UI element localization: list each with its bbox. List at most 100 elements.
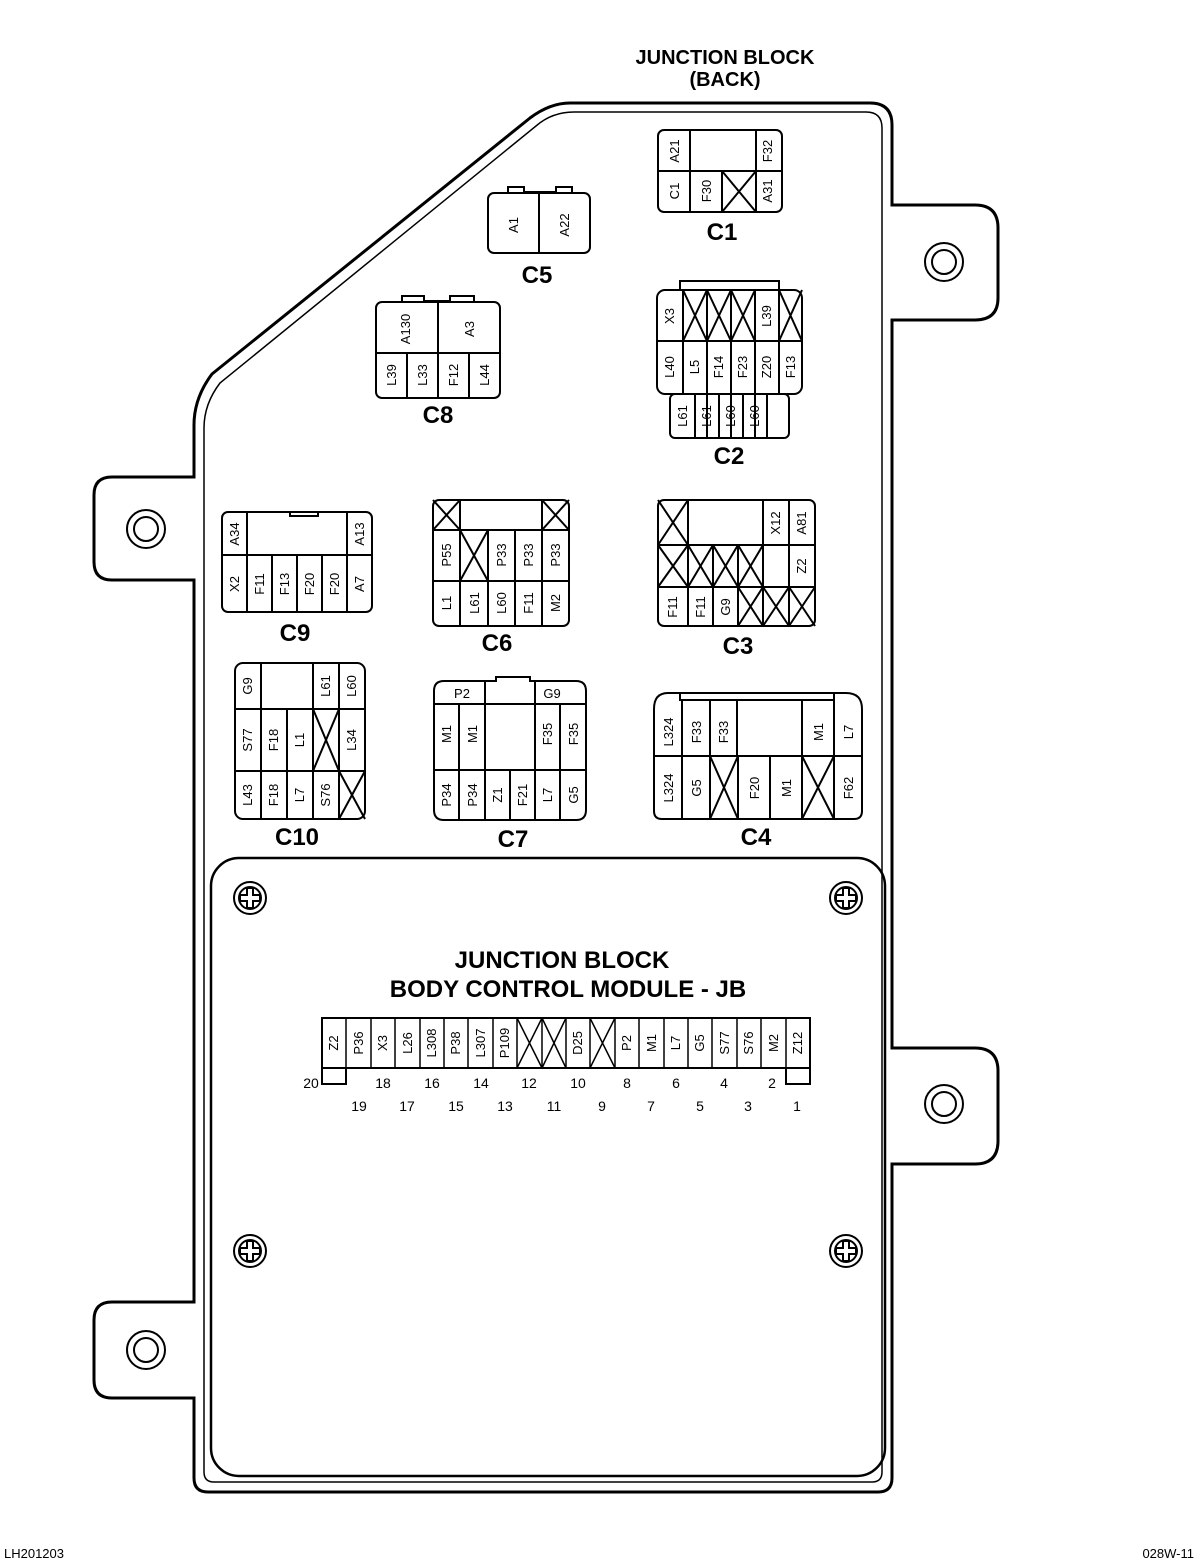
pin-label: F18 <box>266 784 281 806</box>
pin-number: 2 <box>768 1075 776 1091</box>
pin-label: L61 <box>675 405 690 427</box>
pin-label: F20 <box>747 777 762 799</box>
pin-label: L33 <box>415 364 430 386</box>
pin-label: A130 <box>398 314 413 344</box>
figure-code-right: 028W-11 <box>1142 1546 1194 1561</box>
mount-hole-left-top <box>126 509 166 549</box>
pin-label: P33 <box>548 543 563 566</box>
pin-label: M1 <box>465 725 480 743</box>
pin-label: F14 <box>711 356 726 378</box>
pin-label: F12 <box>446 364 461 386</box>
figure-code-left: LH201203 <box>4 1546 64 1561</box>
connector-id: C5 <box>522 262 553 289</box>
mount-hole-left-bottom <box>126 1330 166 1370</box>
pin-label: Z2 <box>326 1035 341 1050</box>
connector-c5: A1 A22 C5 <box>487 186 591 289</box>
pin-label: S76 <box>318 783 333 806</box>
pin-label: G9 <box>240 677 255 694</box>
connector-c4: L324 F33 F33 M1 L7 L324 G5 F20 M1 F62 C4 <box>653 692 863 851</box>
pin-number: 10 <box>570 1075 586 1091</box>
pin-label: S77 <box>240 728 255 751</box>
connector-id: C9 <box>280 620 311 647</box>
pin-label: S76 <box>741 1031 756 1054</box>
pin-label: L40 <box>662 356 677 378</box>
connector-id: C2 <box>714 443 745 470</box>
pin-number: 3 <box>744 1098 752 1114</box>
connector-c2: X3 L39 L40 L5 F14 F23 Z20 F13 L61 L61 L6… <box>656 280 803 470</box>
pin-label: P109 <box>497 1028 512 1058</box>
pin-label: L7 <box>668 1036 683 1050</box>
pin-number: 15 <box>448 1098 464 1114</box>
pin-number: 12 <box>521 1075 537 1091</box>
pin-label: M1 <box>779 779 794 797</box>
connector-id: C1 <box>707 219 738 246</box>
pin-number: 18 <box>375 1075 391 1091</box>
pin-number: 13 <box>497 1098 513 1114</box>
connector-id: C6 <box>482 630 513 657</box>
pin-label: L307 <box>473 1029 488 1058</box>
pin-label: A3 <box>462 321 477 337</box>
body-control-module-cover <box>209 856 887 1478</box>
pin-label: L1 <box>292 733 307 747</box>
pin-label: L5 <box>687 360 702 374</box>
connector-id: C8 <box>423 402 454 429</box>
pin-label: A31 <box>760 179 775 202</box>
pin-label: L324 <box>661 718 676 747</box>
pin-number: 5 <box>696 1098 704 1114</box>
pin-label: Z1 <box>490 787 505 802</box>
pin-label: F30 <box>699 180 714 202</box>
connector-c8: A130 A3 L39 L33 F12 L44 C8 <box>375 295 501 429</box>
pin-label: L60 <box>494 592 509 614</box>
pin-label: F35 <box>566 723 581 745</box>
pin-number: 14 <box>473 1075 489 1091</box>
pin-label: D25 <box>570 1031 585 1055</box>
pin-label: F20 <box>302 573 317 595</box>
pin-label: A22 <box>557 213 572 236</box>
pin-label: F20 <box>327 573 342 595</box>
pin-number: 20 <box>303 1075 319 1091</box>
pin-label: P33 <box>494 543 509 566</box>
pin-label: F33 <box>716 721 731 743</box>
connector-id: C4 <box>741 824 772 851</box>
pin-label: P33 <box>521 543 536 566</box>
screw-icon <box>233 881 267 915</box>
pin-label: M1 <box>439 725 454 743</box>
pin-label: A81 <box>794 511 809 534</box>
pin-label: F21 <box>515 784 530 806</box>
pin-number: 1 <box>793 1098 801 1114</box>
pin-label: A21 <box>667 139 682 162</box>
pin-label: L61 <box>699 405 714 427</box>
connector-c7: P2 G9 M1 M1 F35 F35 P34 P34 Z1 F21 L7 G5… <box>433 676 587 853</box>
pin-number: 19 <box>351 1098 367 1114</box>
header-subtitle: (BACK) <box>689 69 760 91</box>
pin-label: F11 <box>252 573 267 594</box>
module-title: JUNCTION BLOCK <box>455 947 670 974</box>
pin-label: P55 <box>439 543 454 566</box>
pin-label: L60 <box>344 675 359 697</box>
pin-label: L61 <box>467 592 482 614</box>
pin-label: A34 <box>227 522 242 545</box>
pin-label: L7 <box>540 788 555 802</box>
pin-label: F23 <box>735 356 750 378</box>
header-title: JUNCTION BLOCK <box>636 47 815 69</box>
connector-c9: A34 A13 X2 F11 F13 F20 F20 A7 C9 <box>221 511 373 647</box>
module-subtitle: BODY CONTROL MODULE - JB <box>390 976 746 1003</box>
connector-id: C3 <box>723 633 754 660</box>
pin-label: F11 <box>665 596 680 617</box>
pin-label: G5 <box>689 779 704 796</box>
junction-block-diagram: JUNCTION BLOCK (BACK) JUNCTION BLOCK BOD… <box>92 47 1000 1494</box>
pin-label: F62 <box>841 777 856 799</box>
connector-c6: P55 P33 P33 P33 L1 L61 L60 F11 M2 C6 <box>432 499 570 657</box>
pin-label: C1 <box>667 183 682 200</box>
pin-number: 9 <box>598 1098 606 1114</box>
pin-label: P38 <box>448 1031 463 1054</box>
pin-label: F13 <box>277 573 292 595</box>
pin-label: L60 <box>723 405 738 427</box>
pin-label: L44 <box>477 364 492 386</box>
pin-label: A7 <box>352 576 367 592</box>
pin-number: 16 <box>424 1075 440 1091</box>
pin-label: L39 <box>759 305 774 327</box>
pin-number: 4 <box>720 1075 728 1091</box>
pin-label: Z2 <box>794 558 809 573</box>
pin-label: M1 <box>644 1034 659 1052</box>
